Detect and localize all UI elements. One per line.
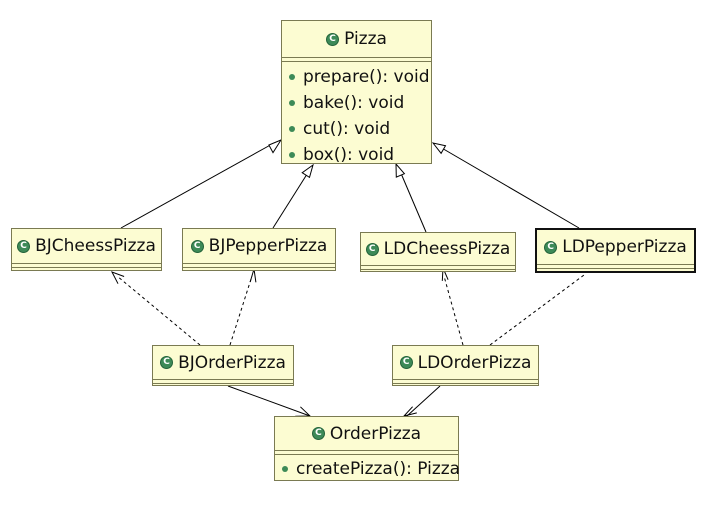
class-icon: C	[160, 356, 174, 369]
generalization-arrowhead	[395, 162, 406, 178]
compartment-divider	[183, 264, 335, 268]
method-item: prepare(): void	[282, 64, 431, 90]
association-line-ldorder-order	[406, 385, 441, 417]
class-icon: C	[311, 427, 325, 440]
class-bjcheesspizza[interactable]: C BJCheessPizza	[11, 228, 162, 271]
method-label: createPizza(): Pizza	[296, 459, 461, 479]
generalization-arrowhead	[301, 163, 314, 179]
generalization-line-bjpepper-pizza	[272, 170, 310, 229]
method-label: box(): void	[303, 145, 395, 165]
public-method-icon	[282, 466, 288, 472]
dependency-line-bjorder-bjpepper	[229, 275, 253, 346]
generalization-arrowhead	[431, 142, 447, 155]
class-ldorderpizza[interactable]: C LDOrderPizza	[392, 345, 539, 386]
class-name: BJOrderPizza	[178, 352, 286, 373]
class-header: C BJOrderPizza	[153, 346, 293, 380]
generalization-arrowhead	[268, 138, 283, 154]
class-name: BJCheessPizza	[35, 236, 156, 256]
method-label: prepare(): void	[303, 67, 430, 87]
compartment-divider	[393, 380, 538, 384]
compartment-divider	[361, 266, 515, 270]
dependency-line-ldorder-ldpepper	[489, 274, 585, 346]
class-header: C BJPepperPizza	[183, 229, 335, 264]
class-header: C Pizza	[282, 21, 431, 58]
method-label: cut(): void	[303, 119, 391, 139]
compartment-divider	[537, 265, 694, 269]
class-icon: C	[399, 356, 413, 369]
class-header: C LDCheessPizza	[361, 233, 515, 266]
class-ldcheesspizza[interactable]: C LDCheessPizza	[360, 232, 516, 272]
class-ldpepperpizza[interactable]: C LDPepperPizza	[535, 228, 696, 273]
class-icon: C	[17, 239, 31, 253]
class-header: C BJCheessPizza	[12, 229, 161, 264]
class-orderpizza[interactable]: C OrderPizza createPizza(): Pizza	[274, 416, 461, 482]
class-icon: C	[544, 240, 558, 254]
class-icon: C	[365, 242, 379, 256]
method-item: createPizza(): Pizza	[275, 456, 461, 482]
class-header: C OrderPizza	[275, 417, 458, 451]
class-name: OrderPizza	[329, 423, 422, 444]
compartment-divider	[12, 264, 161, 268]
method-item: bake(): void	[282, 90, 431, 116]
dependency-line-ldorder-ldcheess	[443, 275, 464, 346]
class-pizza[interactable]: C Pizza prepare(): void bake(): void cut…	[281, 20, 432, 165]
compartment-divider	[153, 380, 293, 384]
attributes-compartment	[275, 451, 458, 455]
class-header: C LDPepperPizza	[537, 230, 694, 265]
association-arrowhead	[402, 406, 417, 417]
class-name: Pizza	[344, 29, 387, 49]
method-item: cut(): void	[282, 116, 431, 142]
class-header: C LDOrderPizza	[393, 346, 538, 380]
generalization-line-ldcheess-pizza	[399, 170, 427, 233]
methods-compartment: createPizza(): Pizza	[275, 455, 461, 482]
methods-compartment: prepare(): void bake(): void cut(): void…	[282, 62, 431, 168]
generalization-line-bjcheess-pizza	[120, 142, 275, 229]
dependency-line-bjorder-bjcheess	[116, 275, 201, 346]
class-bjorderpizza[interactable]: C BJOrderPizza	[152, 345, 294, 386]
class-name: LDPepperPizza	[562, 237, 687, 257]
class-bjpepperpizza[interactable]: C BJPepperPizza	[182, 228, 336, 271]
class-icon: C	[190, 239, 204, 253]
public-method-icon	[289, 152, 295, 158]
class-name: LDOrderPizza	[417, 352, 532, 373]
class-name: LDCheessPizza	[383, 239, 511, 259]
public-method-icon	[289, 74, 295, 80]
association-line-bjorder-order	[227, 385, 311, 417]
method-item: box(): void	[282, 142, 431, 168]
class-name: BJPepperPizza	[208, 236, 328, 256]
class-icon: C	[326, 32, 340, 46]
generalization-line-ldpepper-pizza	[439, 146, 580, 229]
public-method-icon	[289, 100, 295, 106]
dependency-arrowhead	[110, 271, 125, 284]
public-method-icon	[289, 126, 295, 132]
method-label: bake(): void	[303, 93, 405, 113]
attributes-compartment	[282, 58, 431, 62]
